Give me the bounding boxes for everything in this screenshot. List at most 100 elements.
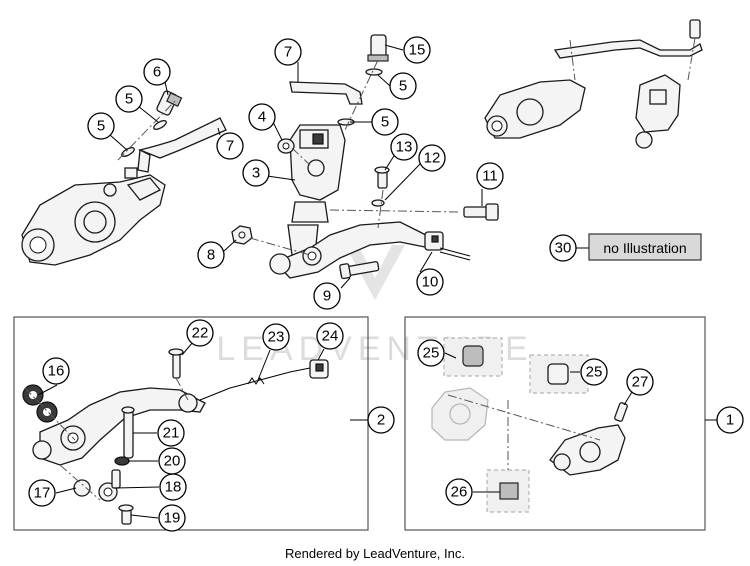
- svg-text:2: 2: [377, 412, 385, 429]
- callout-7-a[interactable]: 7: [274, 38, 302, 66]
- callout-19[interactable]: 19: [158, 504, 186, 532]
- brake-hose-left[interactable]: [137, 117, 227, 173]
- svg-text:5: 5: [399, 78, 407, 95]
- svg-text:24: 24: [322, 328, 339, 345]
- svg-text:18: 18: [165, 479, 182, 496]
- callout-6[interactable]: 6: [143, 58, 171, 86]
- hose-7-center[interactable]: [289, 81, 363, 105]
- callout-1[interactable]: 1: [716, 406, 744, 434]
- callout-10[interactable]: 10: [416, 268, 444, 296]
- callout-20[interactable]: 20: [158, 447, 186, 475]
- callout-25-b[interactable]: 25: [580, 358, 608, 386]
- svg-text:27: 27: [632, 374, 649, 391]
- callout-7-b[interactable]: 7: [216, 132, 244, 160]
- footer-credit: Rendered by LeadVenture, Inc.: [285, 546, 465, 561]
- callout-18[interactable]: 18: [159, 473, 187, 501]
- svg-text:22: 22: [192, 325, 209, 342]
- callout-3[interactable]: 3: [242, 159, 270, 187]
- bleeder-27[interactable]: [614, 402, 628, 422]
- bolt-11[interactable]: [463, 203, 499, 221]
- caliper-lower[interactable]: [549, 424, 626, 476]
- center-axis-lines: [249, 147, 461, 256]
- washer-4[interactable]: [277, 138, 295, 154]
- svg-text:4: 4: [258, 109, 266, 126]
- lower-right-axis: [447, 394, 601, 470]
- callout-27[interactable]: 27: [626, 368, 654, 396]
- svg-text:19: 19: [164, 510, 181, 527]
- callout-5-a[interactable]: 5: [115, 85, 143, 113]
- pin-13[interactable]: [374, 166, 390, 189]
- svg-text:9: 9: [323, 288, 331, 305]
- front-brake-caliper[interactable]: [21, 167, 166, 266]
- svg-text:8: 8: [207, 247, 215, 264]
- svg-text:no Illustration: no Illustration: [603, 240, 686, 256]
- svg-text:25: 25: [423, 345, 440, 362]
- callout-9[interactable]: 9: [313, 282, 341, 310]
- svg-text:26: 26: [451, 484, 468, 501]
- clevis-18[interactable]: [98, 469, 121, 502]
- svg-text:7: 7: [226, 138, 234, 155]
- svg-text:1: 1: [726, 412, 734, 429]
- caliper-bracket-ghost: [431, 387, 489, 441]
- brake-master-cylinder[interactable]: [287, 124, 346, 256]
- callout-23[interactable]: 23: [262, 323, 290, 351]
- callout-12[interactable]: 12: [418, 144, 446, 172]
- svg-text:20: 20: [164, 453, 181, 470]
- banjo-bolt-15[interactable]: [367, 34, 389, 62]
- switch-24[interactable]: [309, 359, 329, 379]
- washer-12[interactable]: [371, 199, 385, 207]
- pedal-switch-10[interactable]: [424, 231, 471, 261]
- svg-text:25: 25: [586, 364, 603, 381]
- overview-master-cylinder: [635, 74, 681, 149]
- callout-26[interactable]: 26: [445, 478, 473, 506]
- callout-25-a[interactable]: 25: [417, 339, 445, 367]
- svg-text:5: 5: [97, 118, 105, 135]
- svg-text:16: 16: [48, 363, 65, 380]
- banjo-bolt-6[interactable]: [156, 90, 183, 116]
- svg-text:3: 3: [252, 165, 260, 182]
- callout-2[interactable]: 2: [367, 406, 395, 434]
- pin-22[interactable]: [168, 348, 189, 401]
- brake-pad-26[interactable]: [486, 469, 530, 513]
- svg-text:11: 11: [482, 168, 498, 185]
- sealing-rings-center: [337, 59, 383, 131]
- callout-11[interactable]: 11: [476, 162, 504, 190]
- svg-text:7: 7: [284, 44, 292, 61]
- svg-text:13: 13: [396, 139, 413, 156]
- callout-8[interactable]: 8: [197, 241, 225, 269]
- svg-text:23: 23: [268, 329, 285, 346]
- pin-21[interactable]: [121, 406, 135, 459]
- callout-13[interactable]: 13: [390, 133, 418, 161]
- spring-20[interactable]: [114, 456, 130, 466]
- svg-text:17: 17: [34, 485, 51, 502]
- bolt-9[interactable]: [339, 261, 380, 280]
- callout-5-d[interactable]: 5: [371, 108, 399, 136]
- callout-5-b[interactable]: 5: [87, 112, 115, 140]
- overview-caliper: [484, 79, 586, 139]
- callout-21[interactable]: 21: [157, 419, 185, 447]
- no-illustration-label[interactable]: no Illustration: [576, 233, 702, 261]
- callout-5-c[interactable]: 5: [389, 72, 417, 100]
- svg-text:10: 10: [422, 274, 439, 291]
- callout-16[interactable]: 16: [42, 357, 70, 385]
- overview-brake-line: [553, 19, 703, 81]
- svg-text:5: 5: [381, 114, 389, 131]
- svg-text:6: 6: [153, 64, 161, 81]
- callout-24[interactable]: 24: [316, 322, 344, 350]
- bushings-16[interactable]: [22, 384, 76, 441]
- washer-17[interactable]: [73, 479, 91, 497]
- lower-left-axis: [59, 464, 101, 501]
- svg-text:12: 12: [424, 150, 441, 167]
- callout-4[interactable]: 4: [248, 103, 276, 131]
- bolt-19[interactable]: [118, 504, 134, 525]
- svg-text:30: 30: [555, 240, 572, 257]
- callout-15[interactable]: 15: [403, 36, 431, 64]
- callout-22[interactable]: 22: [186, 319, 214, 347]
- piston-25-right[interactable]: [529, 354, 589, 394]
- svg-text:21: 21: [163, 425, 180, 442]
- callout-17[interactable]: 17: [28, 479, 56, 507]
- callout-30[interactable]: 30: [549, 234, 577, 262]
- svg-text:15: 15: [409, 42, 426, 59]
- spring-23[interactable]: [199, 367, 311, 401]
